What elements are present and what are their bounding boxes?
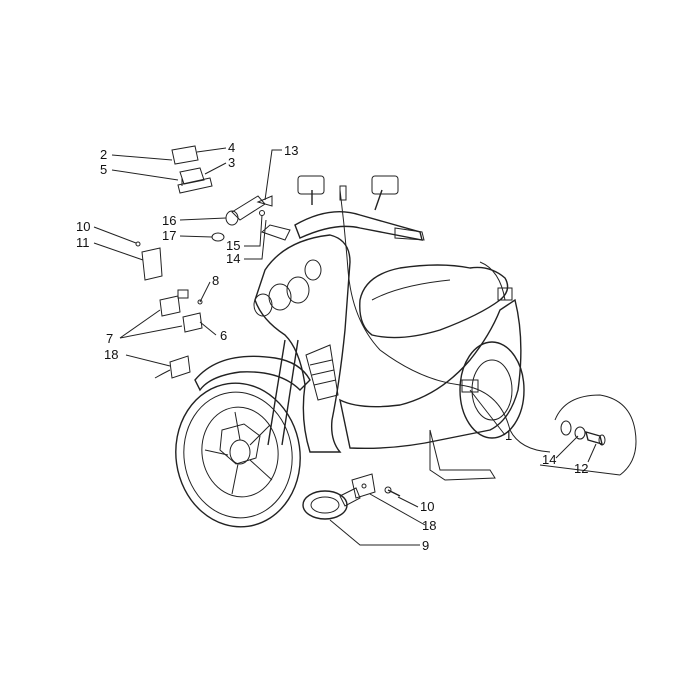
callout-7: 7 [106,331,113,346]
leader-lines [93,147,597,546]
screw [384,486,401,497]
callout-16: 16 [162,213,176,228]
callout-8: 8 [212,273,219,288]
callout-17: 17 [162,228,176,243]
seat [359,264,509,339]
wiring-harness [339,189,551,453]
callout-2: 2 [100,147,107,162]
rear-wheel [459,341,525,439]
front-wheel [175,382,301,528]
horn [302,487,361,520]
callout-5: 5 [100,162,107,177]
relays [159,289,203,333]
callout-14-upper: 14 [226,251,240,266]
relay-bracket [171,145,213,194]
callout-10-lower: 10 [420,499,434,514]
callout-18-lower: 18 [422,518,436,533]
callout-11: 11 [76,235,90,250]
handlebar [261,175,425,241]
cable-connector [154,355,191,379]
callout-15: 15 [226,238,240,253]
detail-inset [539,394,637,476]
callout-3: 3 [228,155,235,170]
callout-6: 6 [220,328,227,343]
callout-14-detail: 14 [542,452,556,467]
callout-9: 9 [422,538,429,553]
callout-10-upper: 10 [76,219,90,234]
callout-4: 4 [228,140,235,155]
callout-12: 12 [574,461,588,476]
horn-bracket [351,473,376,499]
center-stand [429,429,496,481]
callout-1: 1 [505,428,512,443]
front-body [254,234,351,453]
headlamp-cluster [253,259,322,317]
callout-18-left: 18 [104,347,118,362]
callout-labels: 2 5 4 3 13 16 17 15 14 10 11 8 7 6 18 1 … [76,140,588,553]
control-unit [135,241,163,281]
scooter-body [339,298,522,450]
callout-13: 13 [284,143,298,158]
scooter-illustration [175,175,551,528]
